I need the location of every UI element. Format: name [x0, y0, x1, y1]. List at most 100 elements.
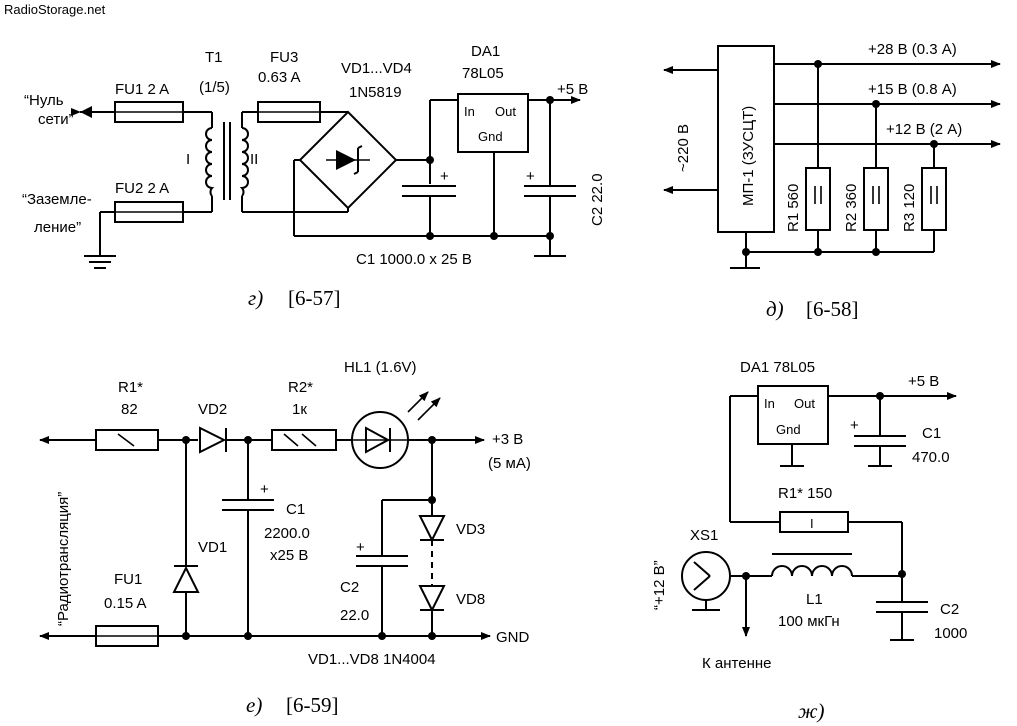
fu1-label: FU1 [114, 571, 142, 588]
diode-vd3 [418, 515, 446, 543]
fu3-label: FU3 [270, 49, 298, 66]
l1-label: L1 [806, 591, 823, 608]
zh-r1-label: R1* 150 [778, 485, 832, 502]
circuit-e: “Радиотрансляция” R1* 82 VD2 R2* 1к HL1 … [39, 359, 531, 717]
caption-d-ref: [6-58] [806, 297, 858, 321]
connector-xs1 [681, 551, 731, 601]
da1-in: In [464, 104, 475, 119]
zh-da1-out: Out [794, 396, 815, 411]
bridge-label: VD1...VD4 [341, 60, 412, 77]
r2-label: R2* [288, 379, 313, 396]
resistor-r3 [921, 167, 947, 231]
svg-text:+: + [356, 539, 365, 556]
zh-c2-label: C2 [940, 601, 959, 618]
resistor-r1 [779, 511, 849, 533]
primary-winding [205, 127, 215, 197]
e-out-current: (5 мА) [488, 455, 531, 472]
xs1-label: XS1 [690, 527, 718, 544]
zh-c2-value: 1000 [934, 625, 967, 642]
neutral-label-2: сети” [38, 111, 74, 128]
vd2-label: VD2 [198, 401, 227, 418]
vd1-label: VD1 [198, 539, 227, 556]
zh-da1-gnd: Gnd [776, 422, 801, 437]
regulator-da1 [757, 385, 829, 445]
g-out-label: +5 В [557, 81, 588, 98]
t1-ratio: (1/5) [199, 79, 230, 96]
fu1-value: 0.15 A [104, 595, 147, 612]
circuit-g: “Нуль сети” “Заземле- ление” FU1 2 A FU2… [22, 43, 606, 310]
caption-g-ref: [6-57] [288, 286, 340, 310]
caption-e-ref: [6-59] [286, 693, 338, 717]
zh-r1-mark: I [810, 516, 814, 531]
vd8-label: VD8 [456, 591, 485, 608]
zh-da1-label: DA1 78L05 [740, 359, 815, 376]
r1-value: 82 [121, 401, 138, 418]
svg-text:+: + [526, 168, 535, 185]
out-12-label: +12 В (2 А) [886, 121, 962, 138]
r3-label: R3 120 [901, 184, 918, 232]
diode-vd8 [418, 585, 446, 613]
bridge-diode-symbol [326, 145, 370, 175]
watermark: RadioStorage.net [4, 2, 106, 17]
out-15-label: +15 В (0.8 А) [868, 81, 957, 98]
r1-label: R1* [118, 379, 143, 396]
winding-i: I [186, 151, 190, 168]
regulator-da1 [457, 93, 529, 153]
fu1-label: FU1 2 A [115, 81, 169, 98]
l1-value: 100 мкГн [778, 613, 840, 630]
resistor-r2 [271, 429, 337, 451]
fu3-value: 0.63 A [258, 69, 301, 86]
antenna-label: К антенне [702, 655, 772, 672]
r2-label: R2 360 [843, 184, 860, 232]
diode-vd1 [172, 565, 200, 593]
resistor-r1 [805, 167, 831, 231]
e-out-label: +3 В [492, 431, 523, 448]
ground-label-1: “Заземле- [22, 191, 92, 208]
zh-c1-label: C1 [922, 425, 941, 442]
da1-out: Out [495, 104, 516, 119]
resistor-r2 [863, 167, 889, 231]
diode-vd2 [199, 426, 227, 454]
out-28-label: +28 В (0.3 А) [868, 41, 957, 58]
inductor-l1 [771, 565, 853, 577]
xs1-voltage: “+12 В” [651, 560, 668, 610]
da1-type: 78L05 [462, 65, 504, 82]
caption-d-letter: д) [766, 297, 784, 321]
ground-label-2: ление” [34, 219, 81, 236]
mp1-label: МП-1 (ЗУСЦТ) [740, 106, 757, 206]
zh-da1-in: In [764, 396, 775, 411]
radio-label: “Радиотрансляция” [55, 492, 72, 626]
c1-plus: + [440, 168, 449, 185]
da1-label: DA1 [471, 43, 500, 60]
vd-all-label: VD1...VD8 1N4004 [308, 651, 436, 668]
c2-label: C2 [340, 579, 359, 596]
hl1-label: HL1 (1.6V) [344, 359, 417, 376]
secondary-winding [239, 127, 249, 197]
circuit-d: МП-1 (ЗУСЦТ) ~220 В +28 В (0.3 А) +15 В … [663, 41, 1001, 321]
winding-ii: II [250, 151, 258, 168]
svg-text:+: + [260, 481, 269, 498]
led-ray-2 [417, 397, 441, 421]
bridge-type: 1N5819 [349, 84, 402, 101]
neutral-label-1: “Нуль [24, 92, 64, 109]
da1-gnd: Gnd [478, 129, 503, 144]
mains-220-label: ~220 В [675, 124, 692, 172]
c1-voltage: x25 В [270, 547, 308, 564]
vd3-label: VD3 [456, 521, 485, 538]
c1-label: C1 1000.0 x 25 В [356, 251, 472, 268]
caption-zh-letter: ж) [798, 699, 825, 723]
zh-c1-value: 470.0 [912, 449, 950, 466]
caption-g-letter: г) [248, 286, 263, 310]
ground-symbol [84, 255, 116, 269]
led-ray-1 [407, 391, 429, 413]
c2-label: C2 22.0 [589, 173, 606, 226]
power-module-mp1 [717, 45, 775, 233]
zh-out-label: +5 В [908, 373, 939, 390]
svg-text:+: + [850, 417, 859, 434]
c1-label: C1 [286, 501, 305, 518]
t1-label: T1 [205, 49, 223, 66]
fu2-label: FU2 2 A [115, 180, 169, 197]
caption-e-letter: е) [246, 693, 262, 717]
circuit-zh: DA1 78L05 In Out Gnd +5 В + C1 470.0 R1*… [651, 359, 967, 723]
